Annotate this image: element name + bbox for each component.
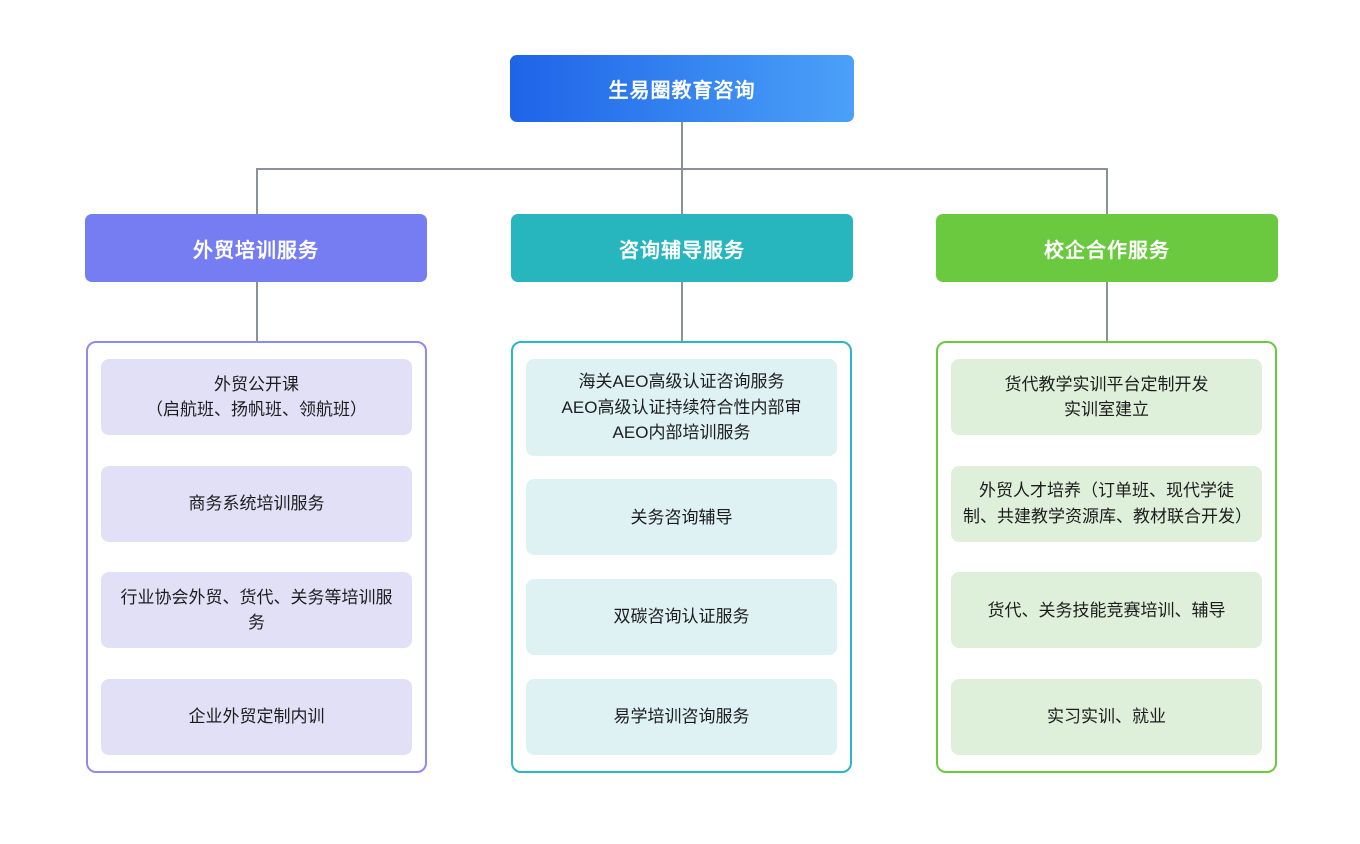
connector-branch3-top bbox=[1106, 168, 1108, 214]
service-item: 实习实训、就业 bbox=[951, 678, 1262, 755]
branch-container-school-enterprise-cooperation: 货代教学实训平台定制开发 实训室建立 外贸人才培养（订单班、现代学徒制、共建教学… bbox=[936, 341, 1277, 773]
branch-container-foreign-trade-training: 外贸公开课 （启航班、扬帆班、领航班） 商务系统培训服务 行业协会外贸、货代、关… bbox=[86, 341, 427, 773]
branch-header-school-enterprise-cooperation: 校企合作服务 bbox=[936, 214, 1278, 282]
connector-branch2-top bbox=[681, 168, 683, 214]
service-item: 海关AEO高级认证咨询服务 AEO高级认证持续符合性内部审 AEO内部培训服务 bbox=[526, 359, 837, 456]
service-item: 货代教学实训平台定制开发 实训室建立 bbox=[951, 359, 1262, 435]
connector-branch2-bottom bbox=[681, 282, 683, 341]
service-item: 行业协会外贸、货代、关务等培训服务 bbox=[101, 572, 412, 649]
root-node: 生易圈教育咨询 bbox=[510, 55, 854, 122]
service-item: 关务咨询辅导 bbox=[526, 479, 837, 556]
service-item: 商务系统培训服务 bbox=[101, 465, 412, 542]
service-item: 易学培训咨询服务 bbox=[526, 678, 837, 755]
service-item: 外贸人才培养（订单班、现代学徒制、共建教学资源库、教材联合开发） bbox=[951, 465, 1262, 542]
service-item: 外贸公开课 （启航班、扬帆班、领航班） bbox=[101, 359, 412, 435]
service-item: 货代、关务技能竞赛培训、辅导 bbox=[951, 572, 1262, 649]
connector-branch1-top bbox=[256, 168, 258, 214]
service-item: 企业外贸定制内训 bbox=[101, 678, 412, 755]
connector-root-down bbox=[681, 122, 683, 168]
service-item: 双碳咨询认证服务 bbox=[526, 579, 837, 656]
branch-container-consulting-coaching: 海关AEO高级认证咨询服务 AEO高级认证持续符合性内部审 AEO内部培训服务 … bbox=[511, 341, 852, 773]
connector-branch3-bottom bbox=[1106, 282, 1108, 341]
branch-header-foreign-trade-training: 外贸培训服务 bbox=[85, 214, 427, 282]
connector-branch1-bottom bbox=[256, 282, 258, 341]
branch-header-consulting-coaching: 咨询辅导服务 bbox=[511, 214, 853, 282]
